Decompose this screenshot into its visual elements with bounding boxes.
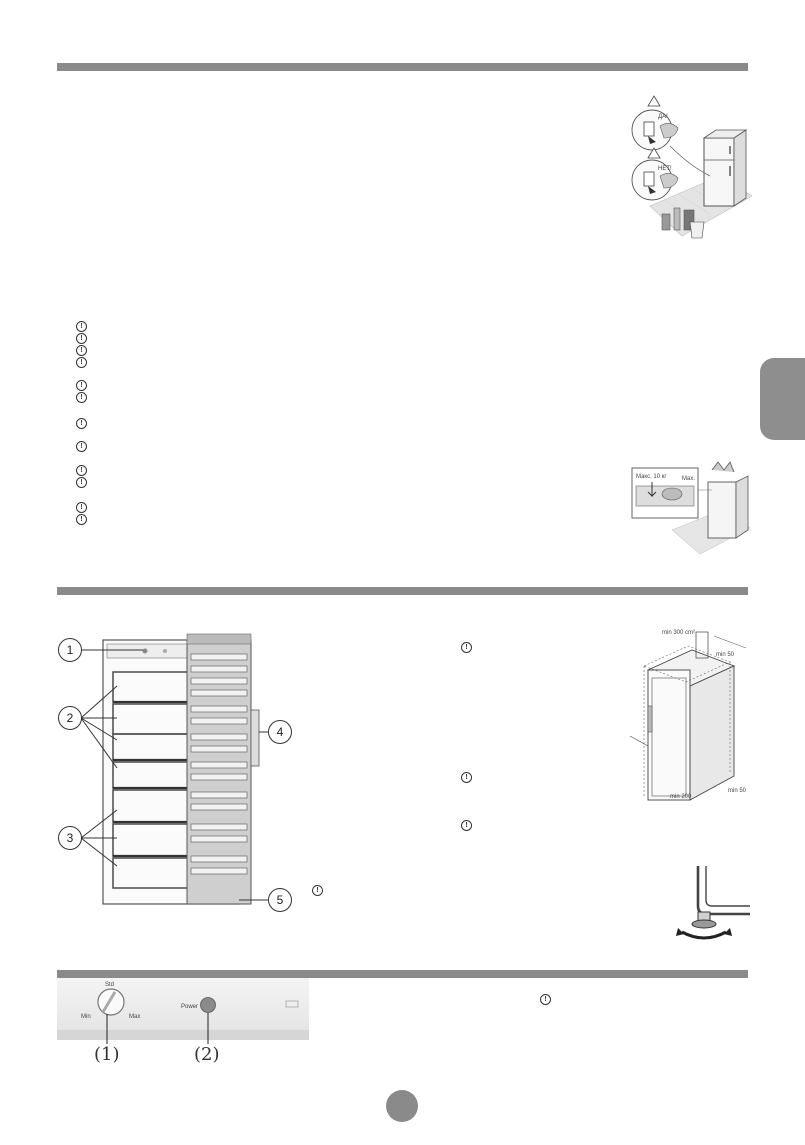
warning-icon: ! [76,345,87,356]
warning-icon: ! [76,465,87,476]
warning-icon: ! [76,441,87,452]
thermostat-knob-number: (1) [94,1044,120,1065]
warning-icon: ! [461,772,472,783]
warning-icon: ! [76,392,87,403]
section-rule-middle [57,587,748,595]
language-tab[interactable] [760,358,805,440]
power-button-number: (2) [194,1044,220,1065]
warning-icon: ! [76,418,87,429]
sign-no-label: НЕТ! [658,166,672,172]
freezer-diagram [80,633,269,905]
warning-icon: ! [461,820,472,831]
callout-3: 3 [58,826,82,850]
knob-label-min: Min [81,1014,91,1020]
knob-label-max: Max [129,1014,140,1020]
warning-icon: ! [312,885,323,896]
ventilation-illustration: Макс. 10 кг Max. [631,461,751,555]
warning-icon: ! [76,380,87,391]
control-panel-photo: Std Min Max Power [57,978,309,1044]
section-rule-bottom [57,970,748,978]
socket-safety-illustration: ДА! НЕТ! [631,95,753,239]
clearance-bottom-label: min 200 [670,794,692,800]
callout-1: 1 [58,638,82,662]
callout-2: 2 [58,706,82,730]
power-button-label: Power [181,1004,198,1010]
warning-icon: ! [461,642,472,653]
warning-icon: ! [76,333,87,344]
warning-icon: ! [76,477,87,488]
adjustable-foot-illustration [676,866,750,940]
page-number-badge [386,1090,418,1122]
vent-load-label: Макс. 10 кг [636,474,667,480]
sign-yes-label: ДА! [658,114,668,120]
knob-label-top: Std [105,982,114,988]
vent-side-label: Max. [682,476,695,482]
warning-icon: ! [76,357,87,368]
warning-icon: ! [540,994,551,1005]
warning-icon: ! [76,514,87,525]
section-rule-top [57,63,748,71]
clearance-top-label: min 300 cm² [662,630,695,636]
clearance-illustration: min 300 cm² min 50 min 200 min 50 [629,630,747,801]
clearance-side-label: min 50 [728,788,747,794]
clearance-depth-label: min 50 [716,652,735,658]
warning-icon: ! [76,321,87,332]
warning-icon: ! [76,502,87,513]
callout-5: 5 [268,888,292,912]
callout-4: 4 [268,720,292,744]
